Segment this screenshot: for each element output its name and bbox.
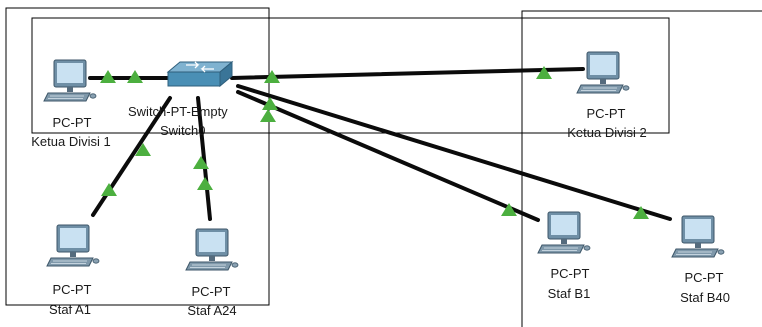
link-switch-ketua2[interactable] [230,67,585,80]
pc-name-label: Ketua Divisi 1 [31,134,111,149]
desktop-computer-icon[interactable] [185,228,239,271]
desktop-computer-icon[interactable] [46,224,100,267]
pc-type-label: PC-PT [52,115,92,130]
desktop-computer-icon[interactable] [537,211,591,254]
switch-type-label: Switch-PT-Empty [128,104,228,119]
link-switch-stafa24[interactable] [196,96,212,221]
pc-name-label: Ketua Divisi 2 [567,125,647,140]
desktop-computer-icon[interactable] [576,51,630,94]
switch-name-label: Switch0 [160,123,206,138]
area-divisi-b-border [521,10,762,327]
pc-type-label: PC-PT [586,106,626,121]
pc-type-label: PC-PT [550,266,590,281]
pc-name-label: Staf A24 [187,303,237,318]
desktop-computer-icon[interactable] [43,59,97,102]
link-up-indicator-icon [197,177,213,190]
link-switch-stafb1[interactable] [236,90,540,222]
network-switch-icon[interactable] [166,60,234,88]
pc-type-label: PC-PT [684,270,724,285]
area-divisi-a-border [5,7,270,306]
pc-type-label: PC-PT [191,284,231,299]
link-up-indicator-icon [260,109,276,122]
link-switch-stafb40[interactable] [236,84,672,221]
pc-name-label: Staf B40 [680,290,730,305]
pc-name-label: Staf A1 [49,302,91,317]
link-up-indicator-icon [193,156,209,169]
pc-type-label: PC-PT [52,282,92,297]
desktop-computer-icon[interactable] [671,215,725,258]
area-ketua-border [31,17,670,134]
pc-name-label: Staf B1 [547,286,591,301]
